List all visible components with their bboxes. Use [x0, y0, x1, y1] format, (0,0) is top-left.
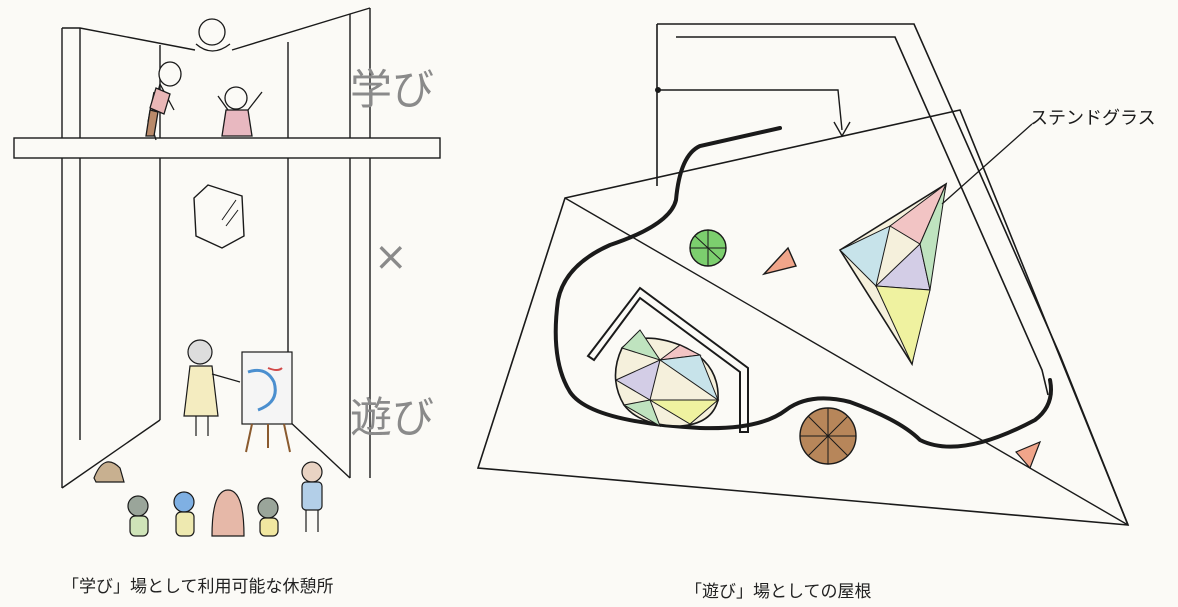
caption-roof: 「遊び」場としての屋根 [685, 582, 872, 602]
hexagon-window-glint [225, 209, 239, 227]
middle-floor-slab [13, 137, 441, 159]
person-sitting-body [221, 109, 253, 137]
presenter-legs [195, 416, 209, 436]
child-2-body [175, 511, 195, 537]
easel-drawing [247, 368, 277, 412]
callout-leader [941, 123, 1033, 205]
person-standing-clothes [149, 87, 171, 115]
child-5-body [301, 481, 323, 511]
presenter-head [187, 339, 213, 365]
caption-rest-area: 「学び」場として利用可能な休憩所 [62, 577, 334, 597]
person-standing-legs [145, 109, 159, 137]
child-3-body [211, 489, 245, 537]
person-sitting-head [224, 86, 248, 110]
person-standing-head [158, 61, 182, 87]
ground-floor-left [61, 419, 161, 489]
callout-stained-glass-label: ステンドグラス [1030, 108, 1156, 129]
easel-drawing-accent [267, 367, 283, 371]
slide-rail [586, 286, 749, 433]
play-path [553, 126, 1053, 449]
child-6-hair [93, 461, 125, 483]
ground-floor-people [93, 339, 323, 537]
orange-triangle-small [761, 246, 797, 276]
easel-canvas [241, 351, 293, 425]
child-4-body [259, 517, 279, 537]
pond-glass-pieces [614, 329, 720, 428]
person-sitting-arms [217, 91, 263, 111]
brown-disc-lines [800, 408, 856, 464]
arrow-leader-dot [655, 87, 661, 93]
triangle-glass-pieces [839, 182, 948, 366]
person-top-head [198, 18, 226, 46]
label-learning: 学び [350, 65, 434, 114]
label-cross: × [374, 234, 408, 280]
orange-triangle-corner [1014, 440, 1042, 470]
presenter-arm [211, 373, 241, 383]
person-top-arms [195, 43, 231, 52]
child-1-head [127, 495, 149, 517]
rest-area-sketch [13, 7, 441, 489]
easel-legs [245, 423, 291, 453]
building-outline-inner [676, 36, 1049, 396]
roof-fold-line [564, 197, 1129, 526]
upper-floor-people [145, 18, 263, 141]
tower-back-right-edge [231, 7, 371, 51]
green-disc-lines [690, 230, 726, 266]
child-2-head [173, 491, 195, 513]
tower-back-left-edge [62, 27, 196, 51]
roof-plan [476, 23, 1130, 526]
ground-floor-right [287, 419, 351, 479]
child-5-head [301, 461, 323, 483]
label-play: 遊び [350, 393, 434, 442]
child-4-head [257, 497, 279, 519]
child-5-legs [305, 510, 319, 532]
presenter-coat [183, 365, 219, 417]
arrow-leader [658, 89, 843, 131]
hexagon-window-glint [221, 199, 237, 221]
arrow-head [833, 121, 851, 138]
hexagon-window [193, 184, 245, 249]
child-1-body [129, 515, 149, 537]
